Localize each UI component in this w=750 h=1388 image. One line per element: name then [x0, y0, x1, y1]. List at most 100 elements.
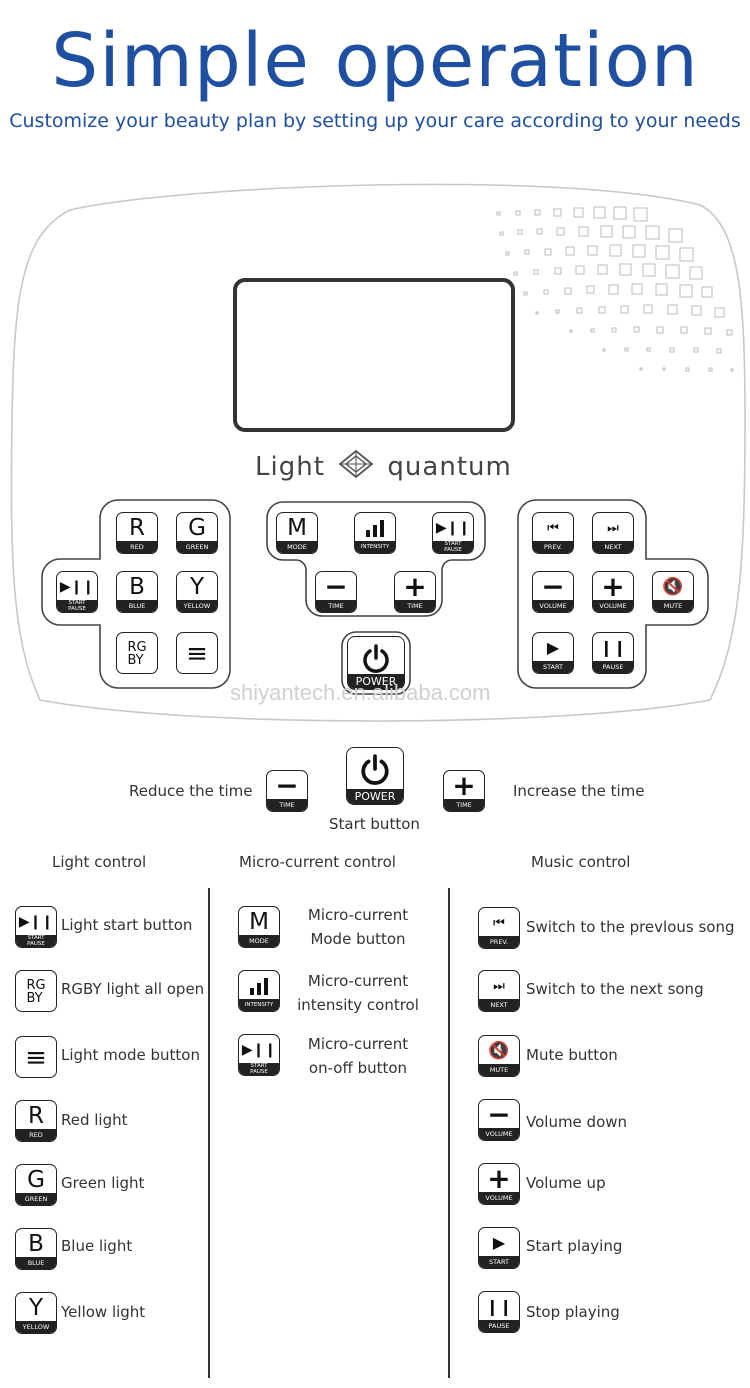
time-plus-button[interactable]: +TIME [394, 571, 436, 613]
time-minus-legend-key: −TIME [266, 770, 308, 812]
legend-mute-text: Mute button [526, 1046, 618, 1064]
yellow-symbol: Y [189, 573, 205, 600]
legend-red-text: Red light [61, 1111, 128, 1129]
pause-icon: ❙❙ [485, 1297, 513, 1316]
legend-yellow-text: Yellow light [61, 1303, 146, 1321]
legend-light-mode-text: Light mode button [61, 1046, 200, 1064]
prev-label: PREV. [533, 541, 573, 553]
volume-up-button[interactable]: +VOLUME [592, 571, 634, 613]
legend-prev-key: ⏮ PREV. [478, 907, 520, 949]
legend-vol-up-key: +VOLUME [478, 1163, 520, 1205]
legend-green-symbol: G [27, 1166, 45, 1193]
prev-button[interactable]: ⏮ PREV. [532, 512, 574, 554]
time-minus-button[interactable]: −TIME [315, 571, 357, 613]
power-legend-label: POWER [347, 789, 403, 804]
brand-logo: Light quantum [255, 449, 512, 486]
play-pause-icon: ▶❙❙ [435, 520, 471, 536]
mute-button[interactable]: 🔇MUTE [652, 571, 694, 613]
bars-icon [239, 971, 279, 1001]
legend-red-label: RED [16, 1129, 56, 1141]
menu-lines-icon: ≡ [186, 639, 208, 669]
legend-yellow-label: YELLOW [16, 1321, 56, 1333]
legend-pause-key: ❙❙PAUSE [478, 1291, 520, 1333]
light-quantum-icon [338, 449, 374, 486]
time-plus-legend-key: +TIME [443, 770, 485, 812]
start-button-text: Start button [329, 815, 420, 833]
legend-mute-label: MUTE [479, 1064, 519, 1076]
pause-icon: ❙❙ [599, 638, 627, 657]
legend-mute-key: 🔇MUTE [478, 1035, 520, 1077]
power-button[interactable]: POWER [347, 636, 405, 690]
pause-label: PAUSE [593, 661, 633, 673]
intensity-button[interactable]: INTENSITY [354, 512, 396, 554]
minus-icon: − [541, 571, 565, 603]
power-icon [347, 751, 403, 789]
mode-symbol: M [287, 514, 307, 541]
legend-mode-line1: Micro-current [307, 906, 409, 924]
legend-intensity-label: INTENSITY [239, 999, 279, 1011]
legend-blue-text: Blue light [61, 1237, 133, 1255]
column-divider-right [448, 888, 450, 1378]
vol-plus-label: VOLUME [593, 600, 633, 612]
legend-vol-down-label: VOLUME [479, 1128, 519, 1140]
legend-pause-text: Stop playing [526, 1303, 620, 1321]
legend-rgby-text: RGBY light all open [61, 980, 205, 998]
power-label: POWER [348, 674, 404, 689]
legend-next-key: ⏭NEXT [478, 970, 520, 1012]
pause-button[interactable]: ❙❙ PAUSE [592, 632, 634, 674]
legend-mode-symbol: M [249, 908, 269, 935]
volume-down-button[interactable]: −VOLUME [532, 571, 574, 613]
legend-blue-label: BLUE [16, 1257, 56, 1269]
plus-icon: + [487, 1163, 511, 1195]
mute-label: MUTE [653, 600, 693, 612]
start-button[interactable]: ▶ START [532, 632, 574, 674]
page-title: Simple operation [51, 18, 699, 104]
next-button[interactable]: ⏭NEXT [592, 512, 634, 554]
time-minus-legend-label: TIME [267, 799, 307, 811]
start-label: START [533, 661, 573, 673]
plus-icon: + [452, 770, 476, 802]
legend-start-key: ▶START [478, 1227, 520, 1269]
increase-time-text: Increase the time [513, 782, 645, 800]
play-icon: ▶ [546, 638, 560, 657]
legend-vol-down-text: Volume down [526, 1113, 628, 1131]
legend-vol-down-key: −VOLUME [478, 1099, 520, 1141]
legend-mode-label: MODE [239, 935, 279, 947]
play-icon: ▶ [492, 1233, 506, 1252]
legend-light-mode-key: ≡ [15, 1036, 57, 1078]
legend-prev-label: PREV. [479, 936, 519, 948]
legend-intensity-key: INTENSITY [238, 970, 280, 1012]
legend-light-start-text: Light start button [61, 916, 193, 934]
time-plus-legend-label: TIME [444, 799, 484, 811]
skip-forward-icon: ⏭ [607, 520, 619, 536]
power-icon [348, 640, 404, 678]
skip-back-icon: ⏮ [547, 520, 559, 536]
skip-back-icon: ⏮ [493, 915, 505, 931]
light-mode-button[interactable]: ≡ [176, 632, 218, 674]
legend-mc-start-line1: Micro-current [307, 1035, 409, 1053]
time-minus-label: TIME [316, 600, 356, 612]
micro-current-header: Micro-current control [239, 853, 396, 871]
legend-vol-up-label: VOLUME [479, 1192, 519, 1204]
music-control-header: Music control [531, 853, 631, 871]
yellow-label: YELLOW [177, 600, 217, 612]
play-pause-icon: ▶❙❙ [241, 1042, 277, 1058]
green-symbol: G [188, 514, 206, 541]
